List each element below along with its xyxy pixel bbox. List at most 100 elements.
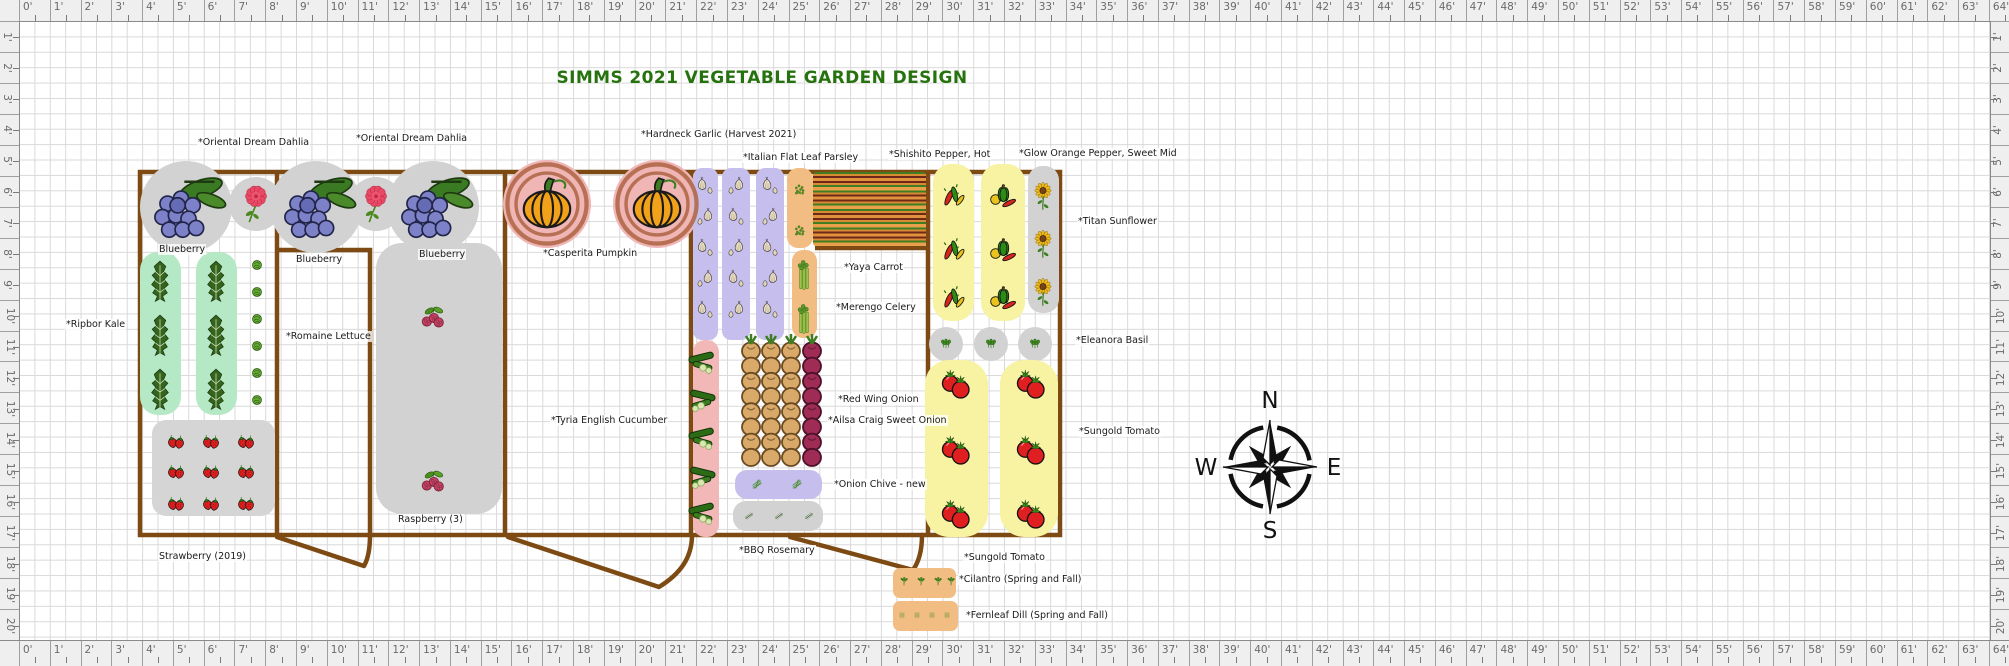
dill-icon[interactable] (935, 603, 959, 627)
plant-label[interactable]: *Yaya Carrot (843, 262, 904, 273)
garlic-icon[interactable] (723, 266, 749, 292)
plant-label[interactable]: *Cilantro (Spring and Fall) (958, 574, 1083, 585)
plant-area-chive-strip[interactable] (735, 470, 822, 499)
rosemary-icon[interactable] (765, 502, 793, 530)
garlic-icon[interactable] (757, 297, 783, 323)
strawberry-icon[interactable] (159, 454, 193, 488)
sunflower-icon[interactable] (1026, 227, 1060, 261)
plant-label[interactable]: *Oriental Dream Dahlia (355, 133, 469, 144)
plant-label[interactable]: *Hardneck Garlic (Harvest 2021) (640, 129, 798, 140)
dill-icon[interactable] (890, 603, 914, 627)
cucumber-icon[interactable] (678, 413, 726, 461)
romaine-icon[interactable] (242, 250, 272, 280)
sunflower-icon[interactable] (1026, 179, 1060, 213)
plant-label[interactable]: Blueberry (418, 249, 467, 260)
garlic-icon[interactable] (757, 266, 783, 292)
rosemary-icon[interactable] (735, 502, 763, 530)
plant-label[interactable]: *Tyria English Cucumber (550, 415, 669, 426)
garlic-icon[interactable] (692, 266, 718, 292)
cucumber-icon[interactable] (678, 488, 726, 536)
onion-tan-icon[interactable] (760, 334, 782, 469)
raspberry-icon[interactable] (411, 296, 455, 340)
dill-icon[interactable] (905, 603, 929, 627)
strawberry-icon[interactable] (229, 454, 263, 488)
onion-tan-icon[interactable] (780, 334, 802, 469)
onion-tan-icon[interactable] (740, 334, 762, 469)
plant-label[interactable]: *Casperita Pumpkin (542, 248, 639, 259)
garlic-icon[interactable] (757, 204, 783, 230)
plant-label[interactable]: *Oriental Dream Dahlia (197, 137, 311, 148)
garlic-icon[interactable] (723, 173, 749, 199)
kale-icon[interactable] (134, 256, 186, 308)
strawberry-icon[interactable] (159, 424, 193, 458)
parsley-icon[interactable] (787, 177, 813, 203)
dill-icon[interactable] (920, 603, 944, 627)
tomato-icon[interactable] (1005, 360, 1057, 412)
plant-label[interactable]: *Titan Sunflower (1077, 216, 1158, 227)
tomato-icon[interactable] (1005, 426, 1057, 478)
garlic-icon[interactable] (692, 297, 718, 323)
tomato-icon[interactable] (1005, 490, 1057, 542)
dahlia-icon[interactable] (352, 178, 400, 226)
chive-icon[interactable] (742, 469, 772, 499)
garlic-icon[interactable] (723, 204, 749, 230)
pepper-sweet-icon[interactable] (981, 276, 1025, 320)
pepper-hot-icon[interactable] (932, 175, 974, 217)
blueberry-icon[interactable] (391, 165, 475, 249)
strawberry-icon[interactable] (229, 424, 263, 458)
strawberry-icon[interactable] (194, 454, 228, 488)
plant-label[interactable]: *Sungold Tomato (963, 552, 1046, 563)
basil-icon[interactable] (1020, 329, 1050, 359)
dahlia-icon[interactable] (232, 178, 280, 226)
garlic-icon[interactable] (723, 235, 749, 261)
garlic-icon[interactable] (723, 297, 749, 323)
celery-icon[interactable] (784, 256, 824, 296)
celery-icon[interactable] (784, 300, 824, 340)
romaine-icon[interactable] (242, 331, 272, 361)
pumpkin-icon[interactable] (504, 161, 590, 247)
romaine-icon[interactable] (242, 385, 272, 415)
plant-label[interactable]: *Glow Orange Pepper, Sweet Mid (1018, 148, 1178, 159)
romaine-icon[interactable] (242, 277, 272, 307)
cucumber-icon[interactable] (678, 375, 726, 423)
tomato-icon[interactable] (930, 490, 982, 542)
kale-icon[interactable] (134, 310, 186, 362)
plant-label[interactable]: *Ripbor Kale (65, 319, 127, 330)
sunflower-icon[interactable] (1026, 275, 1060, 309)
plant-label[interactable]: *Fernleaf Dill (Spring and Fall) (965, 610, 1109, 621)
plant-label[interactable]: Blueberry (158, 244, 207, 255)
plant-label[interactable]: Raspberry (3) (397, 514, 464, 525)
plant-label[interactable]: *Onion Chive - new (833, 479, 927, 490)
plant-area-carrot-block[interactable] (813, 172, 926, 246)
chive-icon[interactable] (782, 469, 812, 499)
plant-label[interactable]: *Red Wing Onion (837, 394, 920, 405)
raspberry-icon[interactable] (411, 460, 455, 504)
romaine-icon[interactable] (242, 358, 272, 388)
garlic-icon[interactable] (692, 235, 718, 261)
cilantro-icon[interactable] (938, 568, 964, 594)
plant-area-raspberry-patch[interactable] (376, 243, 502, 514)
garlic-icon[interactable] (692, 204, 718, 230)
kale-icon[interactable] (190, 364, 242, 416)
pepper-hot-icon[interactable] (932, 277, 974, 319)
kale-icon[interactable] (190, 310, 242, 362)
kale-icon[interactable] (190, 256, 242, 308)
strawberry-icon[interactable] (194, 424, 228, 458)
blueberry-icon[interactable] (274, 165, 358, 249)
parsley-icon[interactable] (787, 218, 813, 244)
cilantro-icon[interactable] (908, 568, 934, 594)
onion-red-icon[interactable] (801, 334, 823, 469)
strawberry-icon[interactable] (159, 486, 193, 520)
plant-label[interactable]: *Shishito Pepper, Hot (888, 149, 992, 160)
basil-icon[interactable] (931, 329, 961, 359)
plant-label[interactable]: *Italian Flat Leaf Parsley (742, 152, 860, 163)
pepper-sweet-icon[interactable] (981, 174, 1025, 218)
blueberry-icon[interactable] (144, 165, 228, 249)
cilantro-icon[interactable] (891, 568, 917, 594)
plant-label[interactable]: *Merengo Celery (835, 302, 917, 313)
romaine-icon[interactable] (242, 304, 272, 334)
plant-label[interactable]: *Ailsa Craig Sweet Onion (827, 415, 948, 426)
tomato-icon[interactable] (930, 360, 982, 412)
plant-label[interactable]: Strawberry (2019) (158, 551, 248, 562)
garlic-icon[interactable] (757, 235, 783, 261)
